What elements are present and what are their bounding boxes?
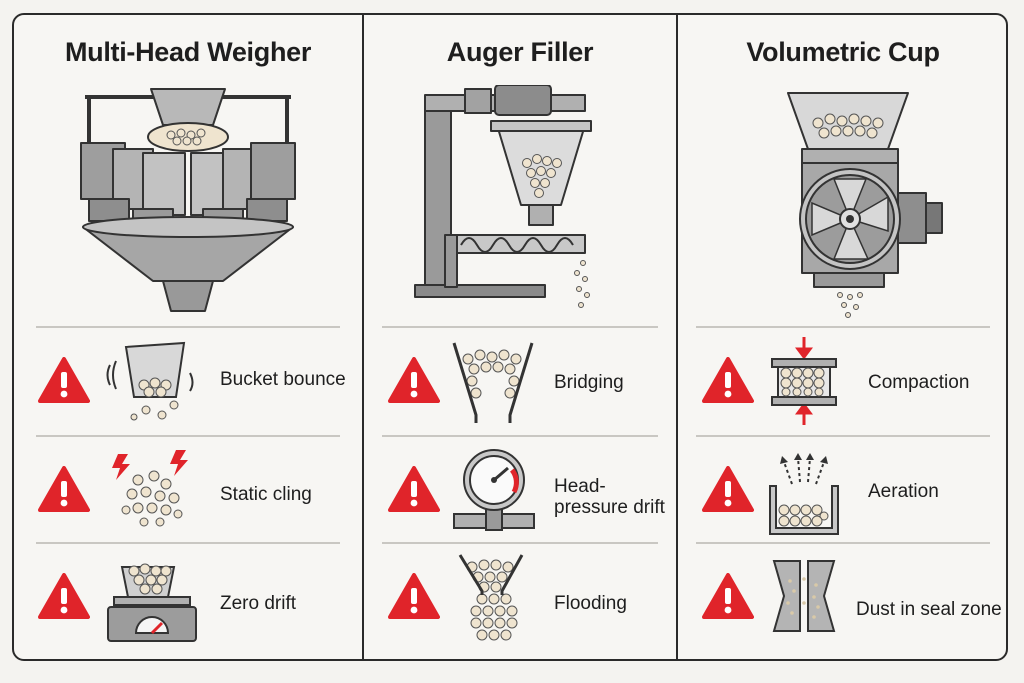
column-multi-head-weigher: Multi-Head Weigher [14,15,362,659]
issue-label: Aeration [868,481,939,502]
warning-icon [38,573,90,619]
issue-row: Static cling [14,436,362,542]
volumetric-cup-icon [787,92,943,318]
warning-icon [388,357,440,403]
multi-head-weigher-illustration [14,85,362,321]
warning-icon [702,466,754,512]
diagram-frame: Multi-Head Weigher [12,13,1008,661]
column-divider [676,15,678,659]
section-divider [696,435,990,437]
section-divider [382,542,658,544]
section-divider [36,435,340,437]
column-title: Auger Filler [446,37,594,67]
issue-label: Static cling [220,484,312,505]
issue-row: Flooding [364,543,676,649]
issue-row: Bridging [364,327,676,433]
seal-jaw-dust-icon [772,560,836,632]
scale-zero-drift-icon [107,563,197,642]
issue-label: Head-pressure drift [554,476,665,518]
hopper-bridging-icon [452,342,534,423]
warning-icon [702,573,754,619]
warning-icon [702,357,754,403]
warning-icon [388,466,440,512]
issue-row: Dust in seal zone [678,543,1006,649]
compaction-icon [771,337,837,425]
issue-label: Flooding [554,593,627,614]
pressure-gauge-icon [453,449,535,531]
section-divider [696,542,990,544]
warning-icon [38,357,90,403]
section-divider [382,326,658,328]
column-title: Volumetric Cup [746,37,940,67]
issue-row: Bucket bounce [14,327,362,433]
auger-filler-illustration [364,85,676,321]
column-title: Multi-Head Weigher [64,37,312,67]
hopper-flooding-icon [458,554,524,641]
section-divider [36,542,340,544]
section-divider [696,326,990,328]
issue-label: Zero drift [220,593,297,614]
static-cling-icon [112,450,188,527]
column-volumetric-cup: Volumetric Cup [678,15,1006,659]
auger-filler-icon [414,85,592,308]
issue-label: Bridging [554,372,624,393]
section-divider [382,435,658,437]
aeration-icon [769,453,839,535]
issue-row: Zero drift [14,543,362,649]
column-auger-filler: Auger Filler [364,15,676,659]
issue-row: Head-pressure drift [364,436,676,542]
warning-icon [388,573,440,619]
column-divider [362,15,364,659]
issue-row: Aeration [678,436,1006,542]
bucket-bounce-icon [106,341,194,421]
issue-label: Dust in seal zone [856,599,1002,620]
volumetric-cup-illustration [678,85,1006,321]
multi-head-weigher-icon [80,88,296,312]
issue-row: Compaction [678,327,1006,433]
issue-label: Compaction [868,372,970,393]
section-divider [36,326,340,328]
issue-label: Bucket bounce [220,369,346,390]
warning-icon [38,466,90,512]
